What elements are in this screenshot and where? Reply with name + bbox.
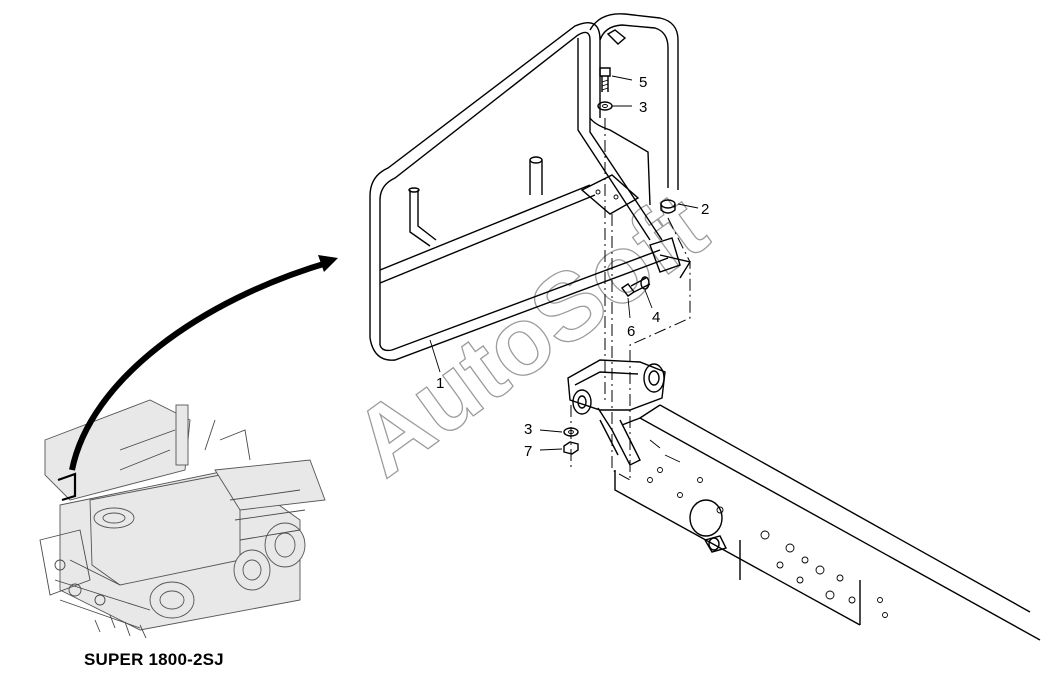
callout-5: 5	[639, 74, 647, 91]
fasteners	[563, 67, 676, 455]
callout-7: 7	[524, 443, 532, 460]
callout-6: 6	[627, 323, 635, 340]
machine-model-caption: SUPER 1800-2SJ	[84, 650, 224, 669]
paver-machine-illustration	[39, 399, 326, 639]
guard-rail-frame	[369, 13, 692, 361]
callout-4: 4	[652, 309, 660, 326]
callout-3-top: 3	[639, 99, 647, 116]
callout-2: 2	[701, 201, 709, 218]
callouts: 1 2 3 3 4 5 6 7	[436, 74, 709, 460]
callout-1: 1	[436, 375, 444, 392]
leader-lines	[429, 75, 699, 451]
assembly-centerlines	[570, 118, 691, 481]
curved-pointer-arrow	[69, 255, 338, 471]
mounting-bracket	[567, 359, 666, 466]
callout-3-bottom: 3	[524, 421, 532, 438]
chassis-side-panel	[614, 404, 1041, 641]
